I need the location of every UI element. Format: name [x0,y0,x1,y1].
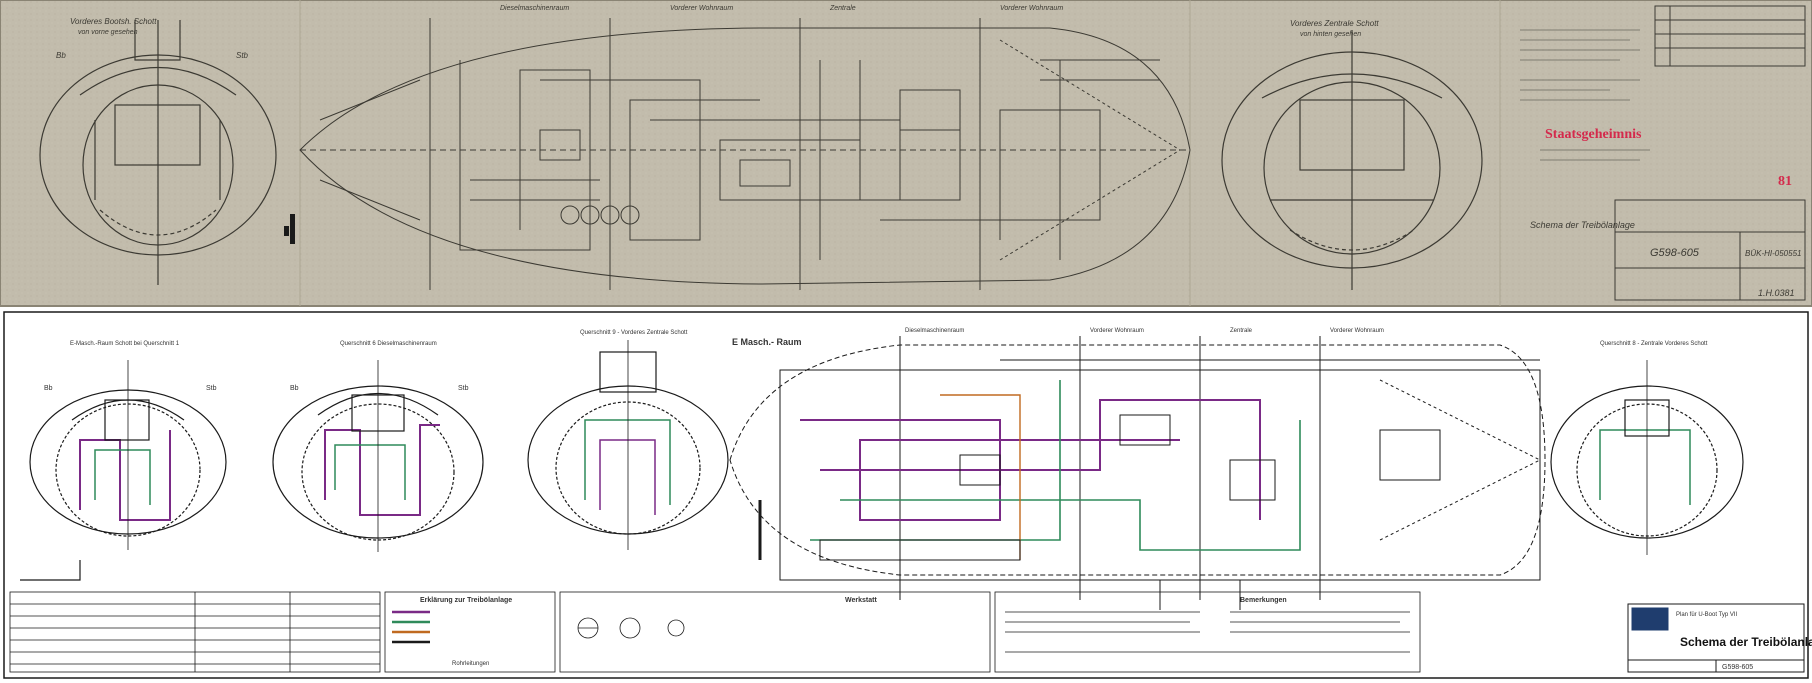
redrawing-paper [3,311,1809,679]
crosssection-3 [527,340,729,550]
original-scan: Vorderes Bootsh. Schott von vorne gesehe… [0,0,1812,307]
scan-bulkhead-left [39,20,277,285]
crosssection-1-title: E-Masch.-Raum Schott bei Querschnitt 1 [70,341,180,347]
scan-longitudinal-schematic [299,18,1191,290]
scan-section-label: Dieselmaschinenraum [500,5,569,12]
section-label: Zentrale [1230,328,1253,334]
crosssection-4-title: Querschnitt 8 - Zentrale Vorderes Schott [1600,341,1708,347]
workshop-title: Werkstatt [845,597,877,604]
title-block-drawing-number: G598-605 [1722,664,1753,671]
crosssection-2-title: Querschnitt 6 Dieselmaschinenraum [340,341,437,347]
logo [1631,607,1669,631]
side-label-bb: Bb [290,385,299,392]
side-label-stb: Stb [206,385,217,392]
section-label: Vorderer Wohnraum [1330,328,1384,334]
crosssection-1 [20,360,227,581]
scan-section-label: Zentrale [829,5,856,12]
scan-bulkhead-right-sub: von hinten gesehen [1300,31,1361,38]
crosssection-3-title: Querschnitt 9 - Vorderes Zentrale Schott [580,330,688,336]
legend-sub: Rohrleitungen [452,661,489,667]
scan-drawing-number: G598-605 [1650,247,1700,259]
title-block [1627,603,1805,673]
scan-bulkhead-right [1221,30,1483,290]
scan-bulkhead-left-sub: von vorne gesehen [78,29,138,36]
title-block-project: Plan für U-Boot Typ VII [1676,612,1738,618]
redrawing: E-Masch.-Raum Schott bei Querschnitt 1 B… [3,311,1812,679]
side-label-bb: Bb [44,385,53,392]
scan-section-label: Vorderer Wohnraum [670,5,733,12]
scan-notes [1520,29,1650,161]
scan-paper [0,0,1812,306]
scan-section-label: Vorderer Wohnraum [1000,5,1063,12]
pipe-legend [384,591,556,673]
scan-reference-number: BÜK-HI-050551 [1745,249,1801,258]
side-label-stb: Stb [458,385,469,392]
scan-bulkhead-left-title: Vorderes Bootsh. Schott [70,17,157,26]
symbols-legend [9,591,381,673]
scan-title-block [1614,5,1806,301]
scan-side-label-right: Stb [236,51,249,60]
legend-title: Erklärung zur Treibölanlage [420,597,512,604]
scan-stamp-number: 81 [1778,174,1792,189]
notes-title: Bemerkungen [1240,597,1287,604]
notes-panel [994,591,1421,673]
crosssection-2 [272,360,484,552]
emasch-label: E Masch.- Raum [732,337,802,347]
scan-drawing-title: Schema der Treibölanlage [1530,220,1635,230]
crosssection-4 [1550,360,1744,555]
scan-black-marks [284,214,295,244]
scan-bulkhead-right-title: Vorderes Zentrale Schott [1290,19,1379,28]
title-block-title: Schema der Treibölanlage [1680,635,1812,649]
scan-stamp: Staatsgeheimnis [1545,127,1642,142]
fittings-panel [559,591,991,673]
scan-side-label-left: Bb [56,51,66,60]
longitudinal-schematic [729,336,1546,610]
section-label: Dieselmaschinenraum [905,328,964,334]
section-label: Vorderer Wohnraum [1090,328,1144,334]
scan-sheet-number: 1.H.0381 [1758,288,1795,298]
